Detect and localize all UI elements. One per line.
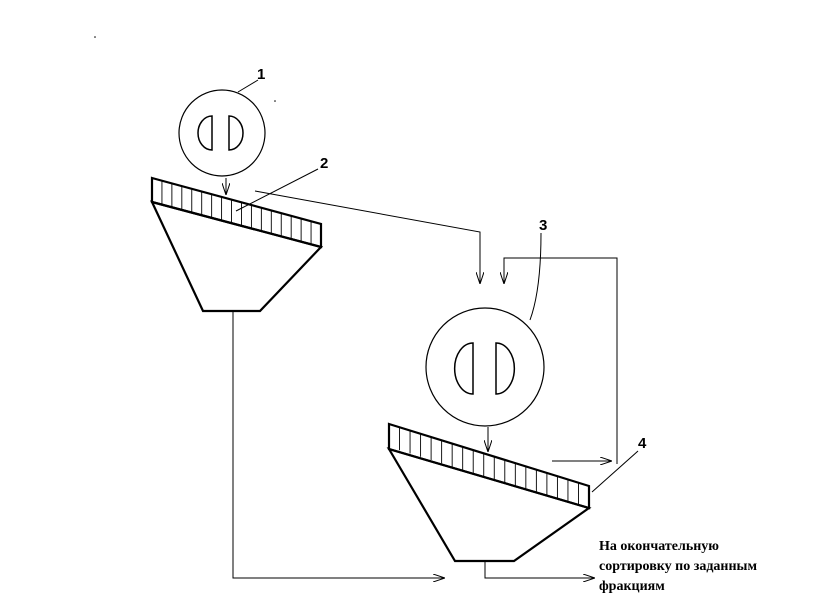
crusher-3-label-leader [529, 232, 542, 321]
return-loop-line [504, 257, 618, 464]
undersize-flow-line-2 [232, 311, 445, 578]
caption-line-2: сортировку по заданным [599, 559, 757, 574]
screen-2-label-leader [235, 168, 319, 212]
crusher-3-label: 3 [539, 217, 547, 234]
screen-2: 2 [150, 155, 328, 313]
crusher-3-right-roll [495, 342, 516, 395]
screen-4-slats [399, 427, 579, 506]
screen-2-hopper [150, 200, 324, 313]
crusher-1: 1 [178, 66, 266, 177]
screen-4-label: 4 [638, 435, 647, 452]
oversize-flow-line [254, 190, 480, 284]
crusher-1-body [178, 89, 266, 177]
screen-4-label-leader [591, 450, 639, 493]
screen-4-deck [387, 422, 591, 510]
stray-dot [94, 36, 96, 38]
undersize-flow-line-4 [484, 561, 595, 578]
crusher-1-label-leader [237, 79, 259, 93]
crusher-3-left-roll [453, 342, 474, 395]
output-caption: На окончательную сортировку по заданным … [599, 539, 757, 594]
crusher-1-left-roll [197, 115, 213, 151]
screen-2-deck [150, 176, 323, 249]
crusher-1-label: 1 [257, 66, 265, 83]
crusher-3-body [425, 307, 545, 427]
caption-line-3: фракциям [599, 579, 665, 594]
screen-2-slats [161, 180, 312, 245]
screen-4-hopper [386, 447, 592, 563]
screen-2-label: 2 [320, 155, 328, 172]
stray-dot [274, 100, 276, 102]
caption-line-1: На окончательную [599, 539, 719, 554]
crusher-1-right-roll [228, 115, 244, 151]
crusher-3: 3 [425, 217, 547, 427]
screen-4: 4 [386, 422, 647, 563]
